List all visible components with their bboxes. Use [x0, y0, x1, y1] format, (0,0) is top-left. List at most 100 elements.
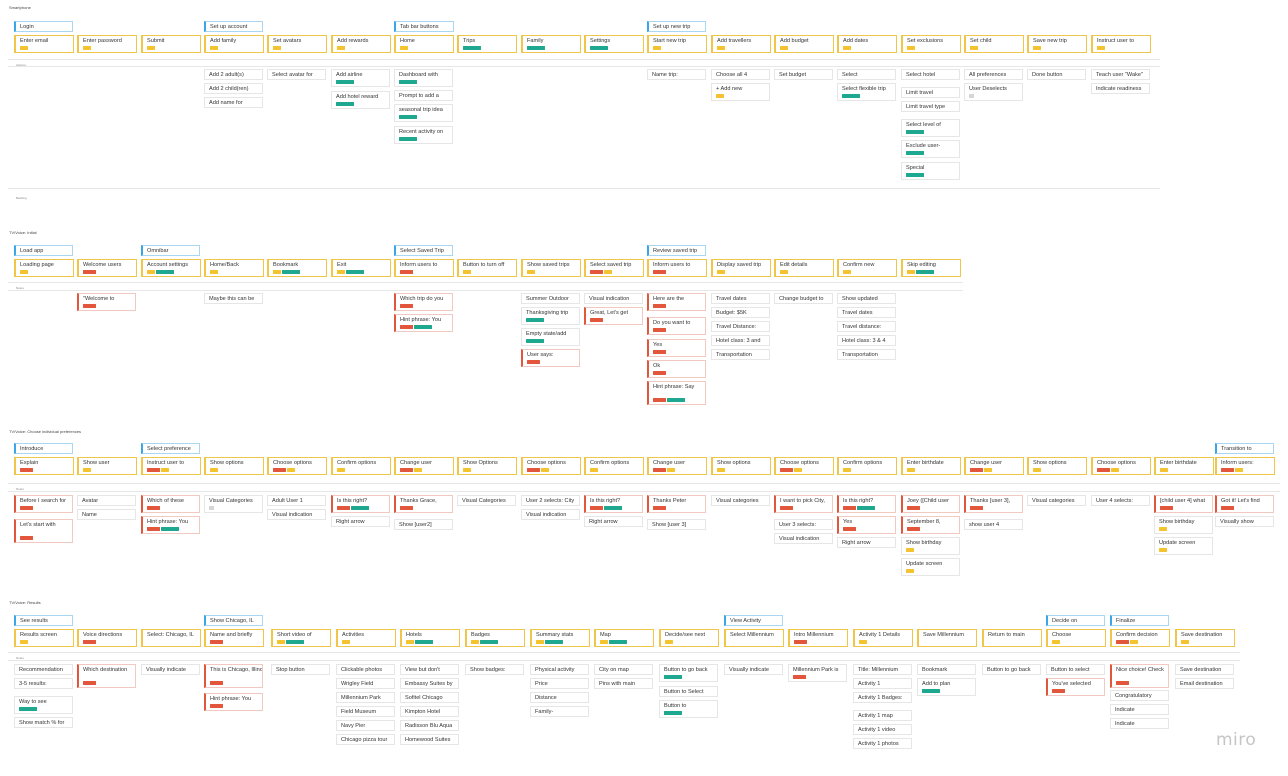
note-card[interactable]: User 4 selects: — [1091, 495, 1150, 506]
user-step-card[interactable]: Start new trip — [647, 35, 707, 53]
note-card[interactable]: Chicago pizza tour — [336, 734, 395, 745]
activity-header-card[interactable]: Set up account — [204, 21, 263, 32]
note-card[interactable]: You've selected — [1046, 678, 1105, 696]
user-step-card[interactable]: Confirm decision — [1110, 629, 1170, 647]
activity-header-card[interactable]: Show Chicago, IL — [204, 615, 263, 626]
user-step-card[interactable]: Instruct user to — [141, 457, 201, 475]
user-step-card[interactable]: Confirm options — [584, 457, 644, 475]
note-card[interactable]: Button to go back — [659, 664, 718, 682]
user-step-card[interactable]: Save destination — [1175, 629, 1235, 647]
note-card[interactable]: Name — [77, 509, 136, 520]
note-card[interactable]: Travel Distance: — [711, 321, 770, 332]
note-card[interactable]: Thanksgiving trip — [521, 307, 580, 325]
note-card[interactable]: [child user 4] what — [1154, 495, 1213, 513]
note-card[interactable]: Save destination — [1175, 664, 1234, 675]
note-card[interactable]: Travel dates — [837, 307, 896, 318]
user-step-card[interactable]: Choose options — [774, 457, 834, 475]
note-card[interactable]: Which trip do you — [394, 293, 453, 311]
user-step-card[interactable]: Short video of — [271, 629, 331, 647]
user-step-card[interactable]: Choose — [1046, 629, 1106, 647]
activity-header-card[interactable]: Review saved trip — [647, 245, 706, 256]
note-card[interactable]: Bookmark — [917, 664, 976, 675]
note-card[interactable]: September 8, — [901, 516, 960, 534]
user-step-card[interactable]: Inform users: — [1215, 457, 1275, 475]
note-card[interactable]: Thanks [user 3], — [964, 495, 1023, 513]
note-card[interactable]: Add airline — [331, 69, 390, 87]
note-card[interactable]: Before I search for — [14, 495, 73, 513]
note-card[interactable]: Embassy Suites by — [400, 678, 459, 689]
note-card[interactable]: Which destination — [77, 664, 136, 688]
note-card[interactable]: Indicate — [1110, 704, 1169, 715]
note-card[interactable]: Hotel class: 3 & 4 — [837, 335, 896, 346]
user-step-card[interactable]: Activities — [336, 629, 396, 647]
note-card[interactable]: User 3 selects: — [774, 519, 833, 530]
user-step-card[interactable]: Hotels — [400, 629, 460, 647]
note-card[interactable]: Button to select — [1046, 664, 1105, 675]
user-step-card[interactable]: Badges — [465, 629, 525, 647]
note-card[interactable]: Select flexible trip — [837, 83, 896, 101]
user-step-card[interactable]: Choose options — [267, 457, 327, 475]
note-card[interactable]: Travel distance: — [837, 321, 896, 332]
note-card[interactable]: Hotel class: 3 and — [711, 335, 770, 346]
activity-header-card[interactable]: View Activity — [724, 615, 783, 626]
user-step-card[interactable]: Name and briefly — [204, 629, 264, 647]
note-card[interactable]: Nice choice! Check — [1110, 664, 1169, 688]
user-step-card[interactable]: Welcome users — [77, 259, 137, 277]
note-card[interactable]: Congratulatory — [1110, 690, 1169, 701]
note-card[interactable]: Right arrow — [584, 516, 643, 527]
note-card[interactable]: Homewood Suites — [400, 734, 459, 745]
note-card[interactable]: Visual Categories — [457, 495, 516, 506]
note-card[interactable]: Visual indication — [267, 509, 326, 520]
note-card[interactable]: Which of these — [141, 495, 200, 513]
note-card[interactable]: Yes — [647, 339, 706, 357]
note-card[interactable]: City on map — [594, 664, 653, 675]
note-card[interactable]: Update screen — [901, 558, 960, 576]
note-card[interactable]: Select level of — [901, 119, 960, 137]
note-card[interactable]: Special — [901, 162, 960, 180]
activity-header-card[interactable]: Introduce — [14, 443, 73, 454]
user-step-card[interactable]: Save Millennium — [917, 629, 977, 647]
note-card[interactable]: Teach user "Wake" — [1091, 69, 1150, 80]
user-step-card[interactable]: Change user — [647, 457, 707, 475]
user-step-card[interactable]: Add rewards — [331, 35, 391, 53]
note-card[interactable]: seasonal trip idea — [394, 104, 453, 122]
user-step-card[interactable]: Add travellers — [711, 35, 771, 53]
user-step-card[interactable]: Inform users to — [647, 259, 707, 277]
note-card[interactable]: Thanks Grace, — [394, 495, 453, 513]
activity-header-card[interactable]: Transition to — [1215, 443, 1274, 454]
activity-header-card[interactable]: Select Saved Trip — [394, 245, 453, 256]
note-card[interactable]: Show birthday — [901, 537, 960, 555]
note-card[interactable]: Hint phrase: Say — [647, 381, 706, 405]
activity-header-card[interactable]: See results — [14, 615, 73, 626]
user-step-card[interactable]: Show options — [204, 457, 264, 475]
note-card[interactable]: Add hotel reward — [331, 91, 390, 109]
note-card[interactable]: Dashboard with — [394, 69, 453, 87]
note-card[interactable]: Wrigley Field — [336, 678, 395, 689]
note-card[interactable]: Empty state/add — [521, 328, 580, 346]
note-card[interactable]: All preferences — [964, 69, 1023, 80]
user-step-card[interactable]: Edit details — [774, 259, 834, 277]
note-card[interactable]: Activity 1 — [853, 678, 912, 689]
user-step-card[interactable]: Settings — [584, 35, 644, 53]
note-card[interactable]: Visual categories — [1027, 495, 1086, 506]
note-card[interactable]: Indicate — [1110, 718, 1169, 729]
note-card[interactable]: Avatar — [77, 495, 136, 506]
note-card[interactable]: Select — [837, 69, 896, 80]
note-card[interactable]: Yes — [837, 516, 896, 534]
user-step-card[interactable]: Change user — [394, 457, 454, 475]
note-card[interactable]: Visual categories — [711, 495, 770, 506]
note-card[interactable]: Transportation — [837, 349, 896, 360]
user-step-card[interactable]: Choose options — [521, 457, 581, 475]
user-step-card[interactable]: Confirm options — [331, 457, 391, 475]
note-card[interactable]: Let's start with — [14, 519, 73, 543]
user-step-card[interactable]: Show options — [1027, 457, 1087, 475]
note-card[interactable]: Select avatar for — [267, 69, 326, 80]
user-step-card[interactable]: Submit — [141, 35, 201, 53]
user-step-card[interactable]: Family — [521, 35, 581, 53]
user-step-card[interactable]: Change user — [964, 457, 1024, 475]
note-card[interactable]: Visually indicate — [724, 664, 783, 675]
note-card[interactable]: Stop button — [271, 664, 330, 675]
note-card[interactable]: show user 4 — [964, 519, 1023, 530]
note-card[interactable]: User Deselects — [964, 83, 1023, 101]
